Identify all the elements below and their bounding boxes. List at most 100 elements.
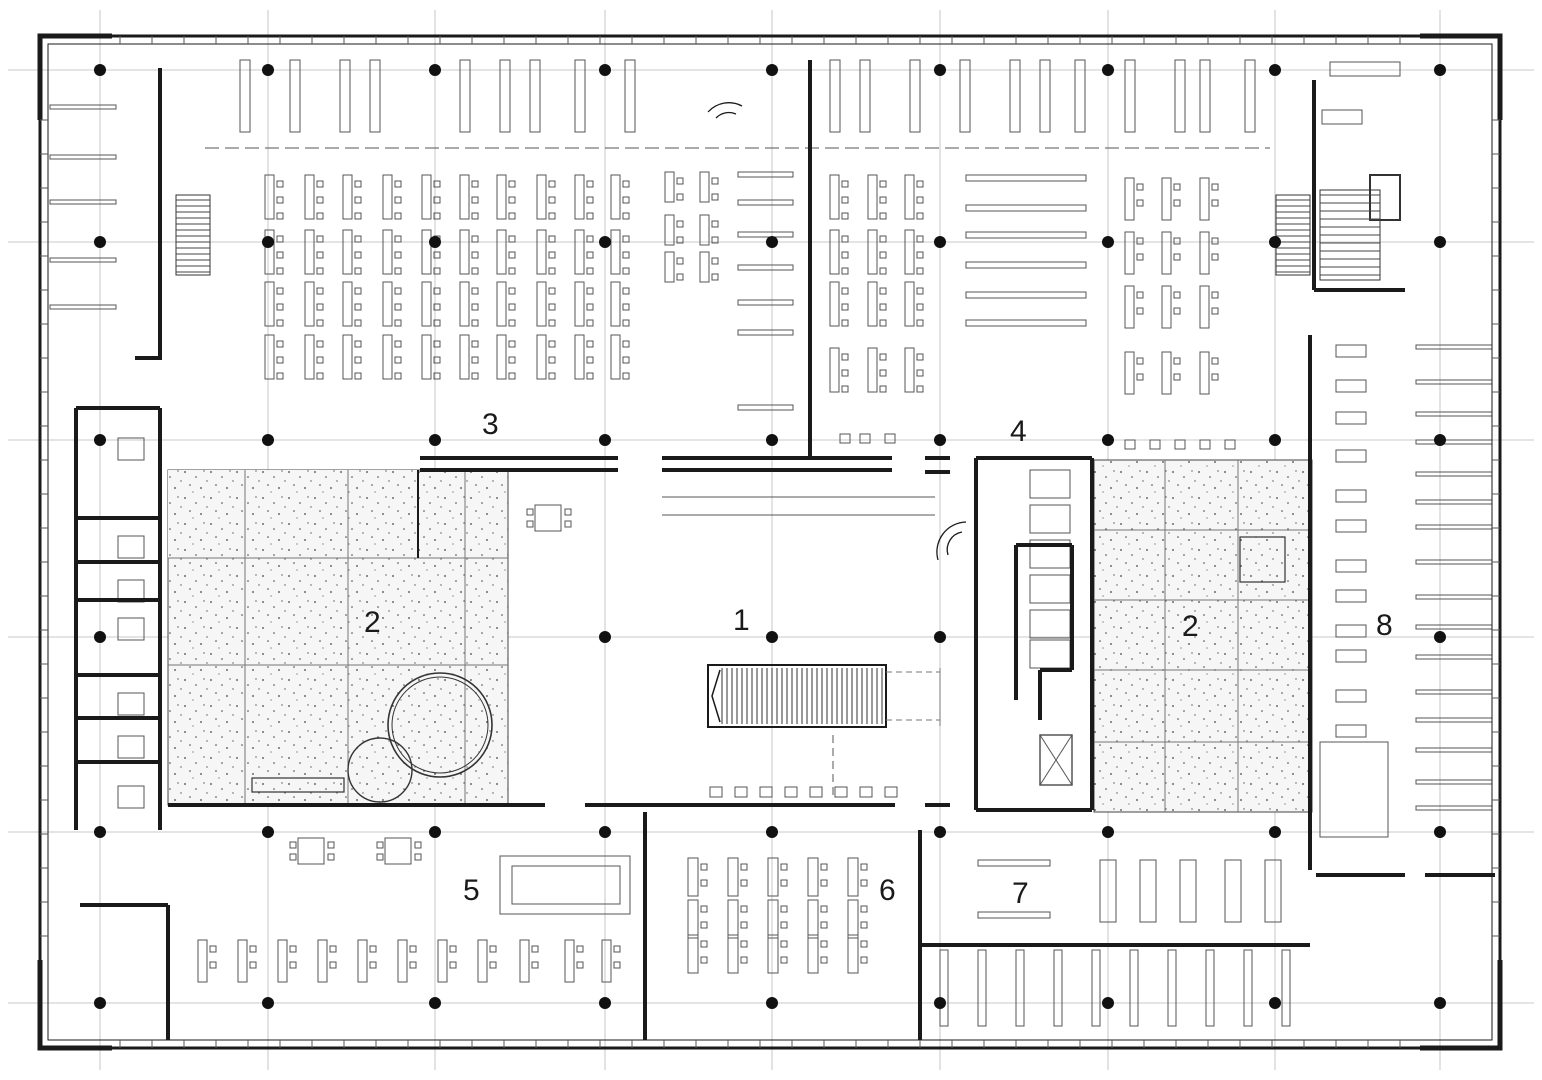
bookshelf (1415, 439, 1493, 445)
chair (471, 356, 479, 364)
chair (622, 356, 630, 364)
chair (711, 220, 719, 228)
desk (382, 334, 393, 380)
desk (1335, 519, 1367, 533)
table-set-icon (117, 437, 145, 461)
chair (622, 372, 630, 380)
room-label-1: 1 (733, 604, 750, 637)
chair (916, 385, 924, 393)
desk (664, 171, 675, 203)
desk (1224, 859, 1242, 923)
chair (354, 340, 362, 348)
chair (1136, 253, 1144, 261)
chair (1211, 183, 1219, 191)
desk (847, 934, 859, 974)
column-icon (599, 64, 611, 76)
chair (394, 372, 402, 380)
table-set-icon (117, 692, 145, 716)
chair (327, 841, 335, 849)
room-label-6: 6 (879, 874, 896, 907)
room-label-5: 5 (463, 874, 480, 907)
desk (727, 857, 739, 897)
desk (304, 334, 315, 380)
chair (841, 235, 849, 243)
chair (433, 319, 441, 327)
chair (548, 251, 556, 259)
chair (409, 945, 417, 953)
desk (1199, 177, 1210, 221)
desk (1124, 351, 1135, 395)
desk (1335, 724, 1367, 738)
exterior-wall (38, 34, 1502, 1050)
desk (421, 174, 432, 220)
chair (622, 340, 630, 348)
desk (382, 281, 393, 327)
desk (767, 899, 779, 939)
desk (1335, 411, 1367, 425)
chair (471, 180, 479, 188)
desk (867, 229, 878, 275)
bookshelf (1415, 805, 1493, 811)
chair (489, 945, 497, 953)
chair (916, 287, 924, 295)
chair (1136, 199, 1144, 207)
book-stack (1009, 59, 1021, 133)
chair (711, 257, 719, 265)
bookshelf (49, 257, 117, 263)
chair (433, 180, 441, 188)
table-set-icon (534, 504, 562, 532)
chair (700, 921, 708, 929)
desk (421, 229, 432, 275)
chair (548, 319, 556, 327)
chair (859, 786, 873, 798)
chair (394, 356, 402, 364)
desk (1335, 449, 1367, 463)
bookshelf (1415, 654, 1493, 660)
column-icon (94, 434, 106, 446)
chair (622, 251, 630, 259)
chair (709, 786, 723, 798)
chair (316, 287, 324, 295)
desk (1264, 859, 1282, 923)
bookshelf (1415, 471, 1493, 477)
chair (471, 235, 479, 243)
chair (354, 372, 362, 380)
bookshelf (977, 859, 1051, 867)
bookshelf (1415, 499, 1493, 505)
desk (342, 229, 353, 275)
chair (841, 319, 849, 327)
chair (740, 956, 748, 964)
chair (548, 356, 556, 364)
chair (414, 841, 422, 849)
chair (879, 303, 887, 311)
book-stack (1199, 59, 1211, 133)
chair (316, 196, 324, 204)
chair (740, 921, 748, 929)
room-label-8: 8 (1376, 609, 1393, 642)
book-stack (499, 59, 511, 133)
chair (508, 319, 516, 327)
columns (94, 64, 1446, 1009)
chair (879, 212, 887, 220)
chair (586, 251, 594, 259)
bookshelf (1415, 594, 1493, 600)
chair (471, 372, 479, 380)
column-icon (262, 997, 274, 1009)
chair (711, 236, 719, 244)
bookshelf (1415, 524, 1493, 530)
chair (586, 180, 594, 188)
chair (508, 356, 516, 364)
chair (1173, 253, 1181, 261)
chair (820, 940, 828, 948)
carrel (1029, 639, 1071, 669)
chair (354, 251, 362, 259)
chair (879, 369, 887, 377)
chair (354, 212, 362, 220)
column-icon (1434, 997, 1446, 1009)
chair (508, 251, 516, 259)
desk (1139, 859, 1157, 923)
chair (354, 235, 362, 243)
column-icon (429, 64, 441, 76)
chair (354, 319, 362, 327)
chair (879, 353, 887, 361)
